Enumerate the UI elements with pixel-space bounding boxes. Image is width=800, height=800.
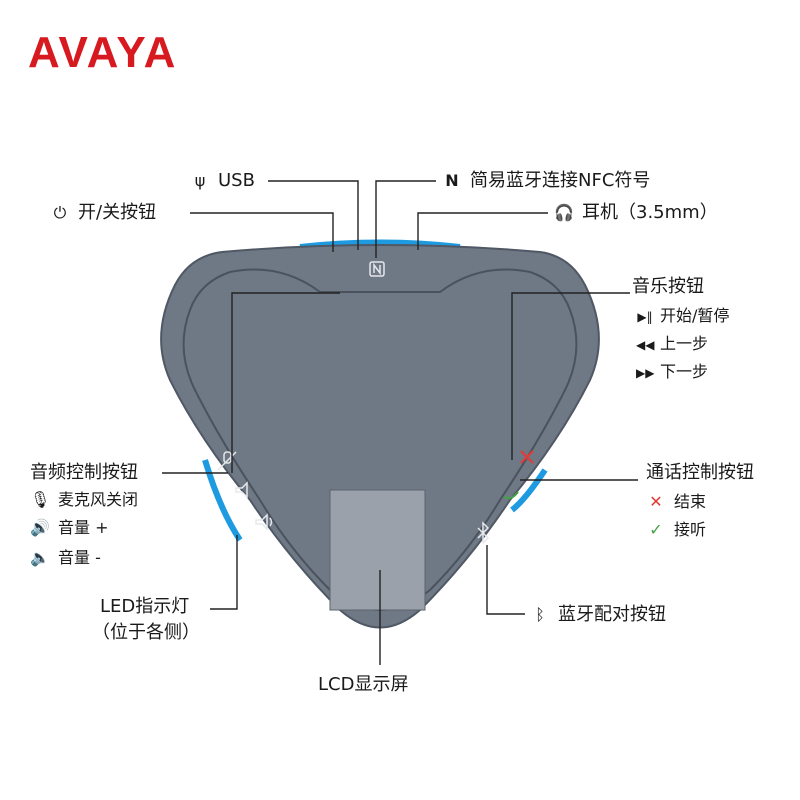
audio-item-volume-up: 🔊 音量 + (30, 518, 109, 538)
audio-item-mic-off: 🎙 麦克风关闭 (30, 490, 138, 510)
device-bluetooth-button (477, 521, 490, 545)
led-rim-right (510, 468, 548, 513)
nfc-label: N 简易蓝牙连接NFC符号 (442, 170, 650, 192)
audio-item-volume-down: 🔈 音量 - (30, 548, 101, 568)
lcd-screen (329, 489, 426, 611)
audio-item-text: 音量 - (58, 548, 101, 567)
play-pause-icon: ▶︎‖ (637, 310, 653, 324)
answer-call-icon: ✓ (649, 520, 663, 539)
headset-icon: 🎧 (554, 203, 574, 222)
lcd-label: LCD显示屏 (318, 674, 409, 695)
bluetooth-text: 蓝牙配对按钮 (558, 604, 666, 625)
volume-up-icon: 🔊 (30, 518, 50, 537)
bluetooth-label: ᛒ 蓝牙配对按钮 (530, 604, 666, 626)
led-label: LED指示灯 (100, 596, 190, 617)
device-answer-call-button (503, 491, 519, 500)
audio-item-text: 音量 + (58, 518, 109, 537)
led-rim-left (202, 459, 243, 542)
nfc-mark (369, 261, 385, 277)
call-item-text: 接听 (674, 520, 707, 539)
end-call-icon: ✕ (649, 492, 663, 511)
device-volume-up-button (235, 481, 248, 499)
audio-item-text: 麦克风关闭 (58, 490, 139, 509)
bluetooth-icon: ᛒ (535, 605, 545, 624)
music-item-text: 上一步 (660, 334, 709, 353)
power-text: 开/关按钮 (78, 202, 157, 223)
audio-title: 音频控制按钮 (30, 462, 138, 483)
led-sublabel: （位于各侧） (92, 622, 200, 643)
volume-down-icon: 🔈 (30, 548, 50, 567)
power-label: ⏻ 开/关按钮 (50, 202, 156, 224)
usb-text: USB (218, 170, 255, 191)
call-item-text: 结束 (674, 492, 707, 511)
call-item-answer: ✓ 接听 (646, 520, 706, 540)
call-title: 通话控制按钮 (646, 462, 754, 483)
music-item-previous: ◀◀ 上一步 (636, 334, 708, 355)
music-item-text: 下一步 (660, 362, 709, 381)
nfc-icon: N (445, 171, 459, 190)
headset-text: 耳机（3.5mm） (582, 202, 718, 223)
previous-icon: ◀◀ (636, 338, 655, 352)
usb-icon: ψ (194, 171, 206, 190)
headset-label: 🎧 耳机（3.5mm） (554, 202, 718, 224)
mic-off-icon: 🎙 (30, 490, 51, 509)
device-end-call-button (520, 450, 534, 464)
nfc-text: 简易蓝牙连接NFC符号 (470, 170, 651, 191)
device-volume-down-button (255, 513, 273, 531)
music-title: 音乐按钮 (632, 276, 704, 297)
usb-label: ψ USB (190, 170, 255, 192)
power-icon: ⏻ (53, 203, 67, 222)
music-item-text: 开始/暂停 (660, 306, 730, 325)
device-mic-off-button (217, 451, 237, 471)
next-icon: ▶▶ (636, 366, 655, 380)
call-item-end: ✕ 结束 (646, 492, 706, 512)
leader-lines (162, 180, 638, 665)
device-inner-outline (182, 268, 578, 611)
music-item-next: ▶▶ 下一步 (636, 362, 708, 383)
device-body (160, 244, 600, 629)
music-item-play-pause: ▶︎‖ 开始/暂停 (636, 306, 729, 327)
avaya-logo: AVAYA (28, 28, 178, 77)
